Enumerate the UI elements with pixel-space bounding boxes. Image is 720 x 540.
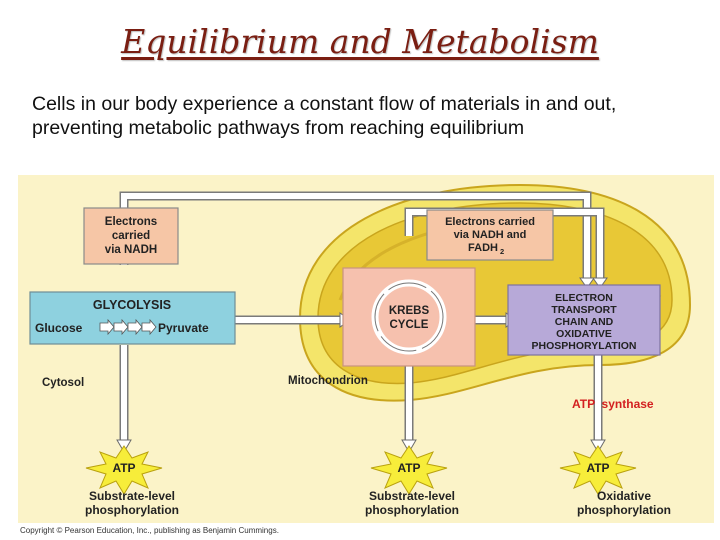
atp-burst-2 bbox=[370, 445, 448, 495]
electrons-nadh-fadh2-line1: Electrons carried bbox=[445, 216, 535, 228]
atp-label-1: ATP bbox=[112, 461, 135, 475]
electrons-nadh-box bbox=[83, 207, 179, 265]
substrate-level-label-2-line1: Substrate-level bbox=[369, 489, 455, 503]
etc-label-line2: TRANSPORT bbox=[551, 304, 617, 316]
mitochondrion-label: Mitochondrion bbox=[288, 375, 368, 387]
glycolysis-label: GLYCOLYSIS bbox=[93, 298, 171, 312]
electrons-nadh-line1: Electrons bbox=[105, 216, 157, 228]
substrate-level-label-1-line1: Substrate-level bbox=[89, 489, 175, 503]
etc-label-line5: PHOSPHORYLATION bbox=[531, 340, 636, 352]
etc-label-line3: CHAIN AND bbox=[555, 316, 614, 328]
atp-burst-1 bbox=[85, 445, 163, 495]
electron-transport-box bbox=[507, 284, 661, 356]
krebs-cycle-ring-outline bbox=[374, 282, 444, 352]
glucose-label: Glucose bbox=[35, 321, 83, 335]
slide-title: Equilibrium and Metabolism bbox=[121, 22, 599, 61]
atp-burst-3 bbox=[559, 445, 637, 495]
oxidative-label-line2: phosphorylation bbox=[577, 503, 671, 517]
glycolysis-box bbox=[29, 291, 236, 345]
electrons-nadh-line3: via NADH bbox=[105, 244, 157, 256]
oxidative-label-line1: Oxidative bbox=[597, 489, 651, 503]
cytosol-label: Cytosol bbox=[42, 377, 84, 389]
electrons-nadh-fadh2-line2: via NADH and bbox=[454, 229, 527, 241]
etc-label-line4: OXIDATIVE bbox=[556, 328, 612, 340]
electrons-nadh-line2: carried bbox=[112, 230, 150, 242]
etc-label-line1: ELECTRON bbox=[555, 292, 613, 304]
atp-label-2: ATP bbox=[397, 461, 420, 475]
glucose-to-pyruvate-arrows bbox=[99, 318, 157, 336]
substrate-level-label-2-line2: phosphorylation bbox=[365, 503, 459, 517]
substrate-level-label-1-line2: phosphorylation bbox=[85, 503, 179, 517]
fadh2-subscript: 2 bbox=[500, 247, 504, 256]
fadh2-label: FADH bbox=[468, 242, 498, 254]
copyright-notice: Copyright © Pearson Education, Inc., pub… bbox=[20, 526, 279, 535]
slide-body-text: Cells in our body experience a constant … bbox=[32, 93, 617, 139]
electrons-nadh-fadh2-box bbox=[426, 209, 554, 261]
krebs-label-line1: KREBS bbox=[389, 305, 430, 317]
atp-synthase-label: ATP synthase bbox=[572, 397, 654, 411]
pyruvate-label: Pyruvate bbox=[158, 321, 209, 335]
atp-label-3: ATP bbox=[586, 461, 609, 475]
krebs-label-line2: CYCLE bbox=[390, 319, 429, 331]
